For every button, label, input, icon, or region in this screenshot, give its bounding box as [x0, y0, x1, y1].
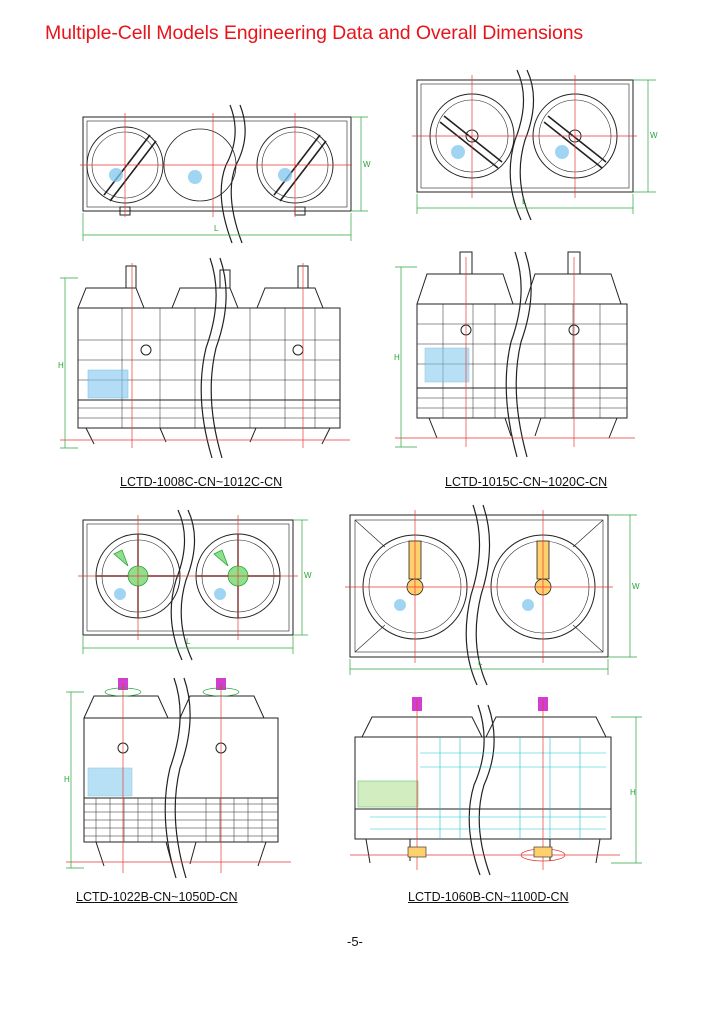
model-caption: LCTD-1022B-CN~1050D-CN	[76, 890, 238, 904]
page-number: -5-	[347, 934, 363, 949]
dimension-label-width: W	[363, 160, 371, 169]
model-caption: LCTD-1008C-CN~1012C-CN	[120, 475, 283, 489]
dimension-label-width: W	[650, 131, 658, 140]
dimension-label-length: L	[186, 637, 191, 646]
model-1-top-view: L W	[80, 104, 371, 244]
dimension-label-length: L	[214, 224, 219, 233]
dimension-label-width: W	[304, 571, 312, 580]
model-caption: LCTD-1015C-CN~1020C-CN	[445, 475, 608, 489]
model-3-side-view: H	[64, 677, 291, 879]
dimension-label-height: H	[64, 775, 70, 784]
dimension-label-height: H	[630, 788, 636, 797]
model-2-top-view: L W	[412, 69, 658, 221]
dimension-label-width: W	[632, 582, 640, 591]
model-1-side-view: H	[58, 257, 350, 459]
dimension-label-length: L	[478, 658, 483, 667]
dimension-label-height: H	[394, 353, 400, 362]
page-title: Multiple-Cell Models Engineering Data an…	[45, 22, 584, 44]
model-4-top-view: L W	[345, 504, 640, 686]
model-2-side-view: H	[394, 251, 635, 458]
model-3-top-view: L W	[78, 509, 312, 661]
model-caption: LCTD-1060B-CN~1100D-CN	[408, 890, 569, 904]
dimension-label-height: H	[58, 361, 64, 370]
dimension-label-length: L	[522, 197, 527, 206]
model-4-side-view: H	[350, 697, 642, 876]
